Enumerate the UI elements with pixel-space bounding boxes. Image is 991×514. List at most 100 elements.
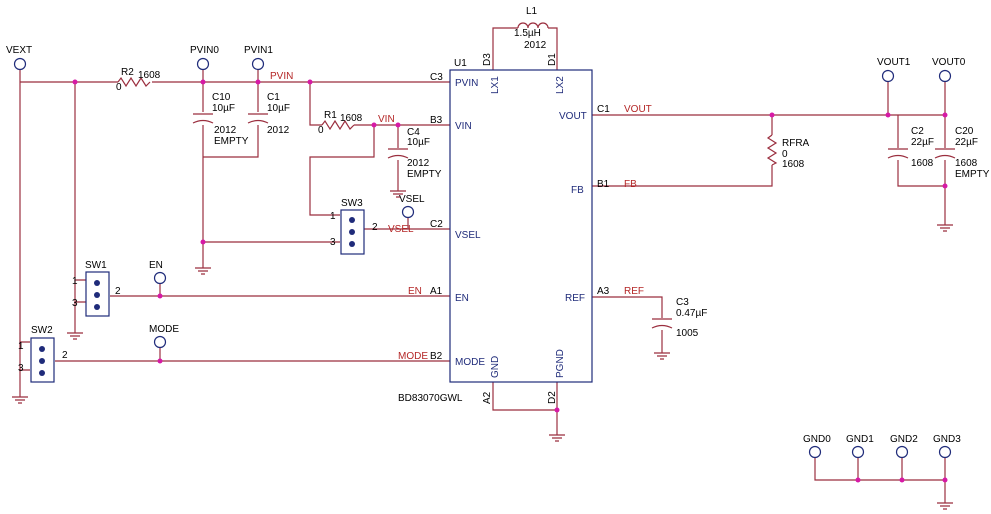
svg-text:B2: B2 (430, 351, 443, 362)
testpoint-pvin0[interactable]: PVIN0 (190, 45, 219, 71)
svg-text:LX1: LX1 (490, 76, 501, 94)
testpoint-vout1[interactable]: VOUT1 (877, 57, 911, 83)
junction-dots (72, 79, 948, 483)
svg-text:C1: C1 (267, 92, 280, 103)
net-label-fb: FB (624, 179, 637, 190)
svg-text:RFRA: RFRA (782, 138, 810, 149)
svg-text:SW1: SW1 (85, 260, 107, 271)
svg-text:MODE: MODE (455, 357, 485, 368)
svg-text:3: 3 (72, 298, 78, 309)
net-label-mode: MODE (398, 351, 428, 362)
svg-text:VSEL: VSEL (455, 230, 481, 241)
resistor-rfra: RFRA 0 1608 (766, 134, 810, 170)
svg-text:1608: 1608 (340, 113, 363, 124)
svg-text:1: 1 (18, 341, 24, 352)
svg-text:10µF: 10µF (407, 137, 430, 148)
svg-text:C4: C4 (407, 127, 420, 138)
svg-text:0: 0 (782, 149, 788, 160)
svg-text:1608: 1608 (911, 158, 934, 169)
testpoint-vext[interactable]: VEXT (6, 45, 32, 71)
svg-text:VOUT: VOUT (559, 111, 587, 122)
svg-text:1: 1 (72, 276, 78, 287)
testpoint-en[interactable]: EN (149, 260, 167, 285)
svg-text:PVIN0: PVIN0 (190, 45, 219, 56)
svg-text:0: 0 (318, 125, 324, 136)
svg-text:2012: 2012 (524, 40, 547, 51)
svg-text:1608: 1608 (782, 159, 805, 170)
svg-text:1.5µH: 1.5µH (514, 28, 541, 39)
svg-text:EN: EN (149, 260, 163, 271)
svg-text:D1: D1 (547, 53, 558, 66)
svg-text:REF: REF (565, 293, 585, 304)
svg-text:VEXT: VEXT (6, 45, 32, 56)
svg-text:A3: A3 (597, 286, 610, 297)
testpoint-vsel[interactable]: VSEL (399, 194, 425, 219)
svg-text:C1: C1 (597, 104, 610, 115)
testpoint-mode[interactable]: MODE (149, 324, 179, 349)
svg-text:C20: C20 (955, 126, 974, 137)
testpoint-gnd0[interactable]: GND0 (803, 434, 831, 459)
svg-text:10µF: 10µF (212, 103, 235, 114)
net-label-ref: REF (624, 286, 644, 297)
svg-text:C3: C3 (676, 297, 689, 308)
svg-text:GND1: GND1 (846, 434, 874, 445)
svg-text:GND0: GND0 (803, 434, 831, 445)
svg-text:MODE: MODE (149, 324, 179, 335)
svg-text:VSEL: VSEL (399, 194, 425, 205)
svg-text:B3: B3 (430, 115, 443, 126)
testpoint-gnd3[interactable]: GND3 (933, 434, 961, 459)
svg-text:EN: EN (455, 293, 469, 304)
svg-text:VOUT1: VOUT1 (877, 57, 911, 68)
net-labels: PVIN VIN VSEL EN MODE VOUT FB REF (270, 71, 652, 362)
svg-text:GND3: GND3 (933, 434, 961, 445)
svg-text:FB: FB (571, 185, 584, 196)
svg-text:3: 3 (18, 363, 24, 374)
svg-text:1005: 1005 (676, 328, 699, 339)
svg-text:D3: D3 (482, 53, 493, 66)
capacitor-c20: C20 22µF 1608 EMPTY (934, 126, 990, 180)
svg-text:VIN: VIN (455, 121, 472, 132)
switch-sw1: SW1 1 2 3 (72, 260, 121, 317)
svg-text:C10: C10 (212, 92, 231, 103)
svg-text:VOUT0: VOUT0 (932, 57, 966, 68)
svg-text:EMPTY: EMPTY (407, 169, 442, 180)
svg-text:R1: R1 (324, 110, 337, 121)
svg-text:L1: L1 (526, 6, 538, 17)
ic-u1: U1 BD83070GWL PVIN VIN VSEL EN MODE C3 B… (398, 53, 610, 404)
svg-text:BD83070GWL: BD83070GWL (398, 393, 463, 404)
svg-text:U1: U1 (454, 58, 467, 69)
svg-text:B1: B1 (597, 179, 610, 190)
svg-text:1608: 1608 (955, 158, 978, 169)
svg-text:D2: D2 (547, 391, 558, 404)
svg-text:C2: C2 (911, 126, 924, 137)
svg-text:LX2: LX2 (555, 76, 566, 94)
svg-text:10µF: 10µF (267, 103, 290, 114)
svg-text:A2: A2 (482, 391, 493, 404)
svg-text:C3: C3 (430, 72, 443, 83)
switch-sw3: SW3 1 2 3 (330, 198, 378, 255)
ground-symbols (12, 188, 953, 510)
capacitor-c2: C2 22µF 1608 (887, 126, 934, 169)
svg-text:PGND: PGND (555, 349, 566, 378)
capacitor-c3: C3 0.47µF 1005 (651, 297, 707, 339)
inductor-l1: L1 1.5µH 2012 (514, 6, 549, 51)
svg-text:0: 0 (116, 82, 122, 93)
net-label-vsel: VSEL (388, 224, 414, 235)
svg-text:SW2: SW2 (31, 325, 53, 336)
capacitor-c1: C1 10µF 2012 (247, 92, 290, 136)
net-label-vin: VIN (378, 114, 395, 125)
svg-text:2: 2 (62, 350, 68, 361)
svg-text:0.47µF: 0.47µF (676, 308, 707, 319)
testpoint-vout0[interactable]: VOUT0 (932, 57, 966, 83)
testpoint-gnd1[interactable]: GND1 (846, 434, 874, 459)
net-label-en: EN (408, 286, 422, 297)
testpoint-pvin1[interactable]: PVIN1 (244, 45, 273, 71)
svg-text:3: 3 (330, 237, 336, 248)
capacitor-c10: C10 10µF 2012 EMPTY (192, 92, 249, 147)
net-label-pvin: PVIN (270, 71, 293, 82)
net-label-vout: VOUT (624, 104, 652, 115)
svg-text:2012: 2012 (267, 125, 290, 136)
testpoint-gnd2[interactable]: GND2 (890, 434, 918, 459)
svg-text:A1: A1 (430, 286, 443, 297)
